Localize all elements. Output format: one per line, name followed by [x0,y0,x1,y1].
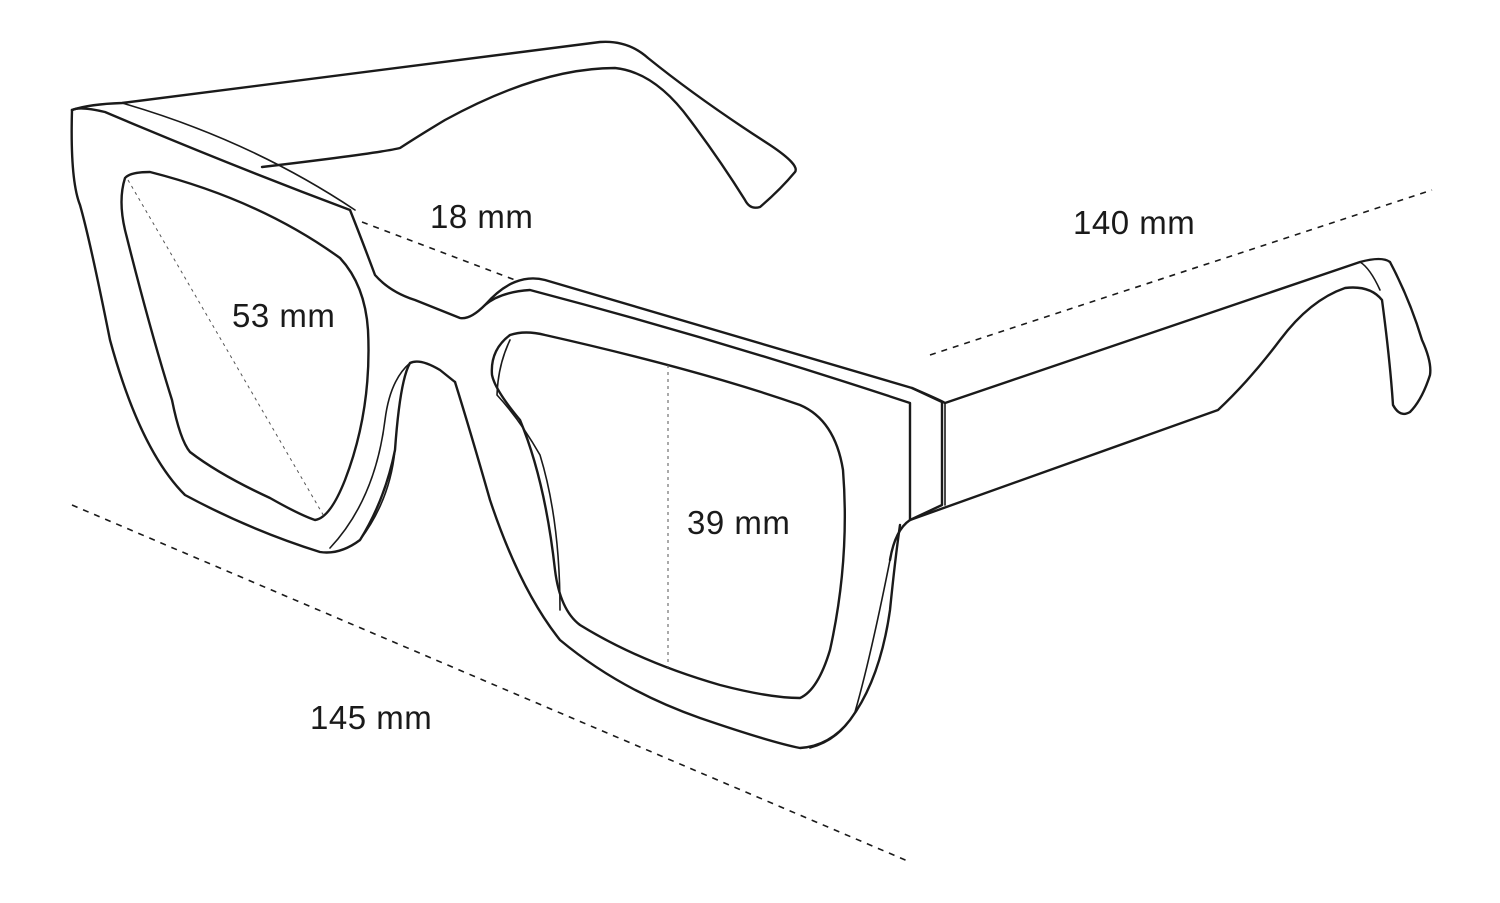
frame-width-dimension-line [71,504,911,863]
frame-width-label: 145 mm [310,699,432,736]
lens-width-dimension-line [127,179,326,519]
bridge [453,380,902,750]
temple-dimension-line [929,189,1433,356]
lens-height-label: 39 mm [687,504,790,541]
lens-width-label: 53 mm [232,297,335,334]
left-lens [120,170,370,522]
bridge-width-label: 18 mm [430,198,533,235]
far-temple-arm [70,40,797,211]
near-temple-arm [908,257,1432,522]
right-lens [490,331,846,700]
bridge-dimension-line [361,221,516,281]
temple-length-label: 140 mm [1073,204,1195,241]
left-frame [70,107,517,554]
